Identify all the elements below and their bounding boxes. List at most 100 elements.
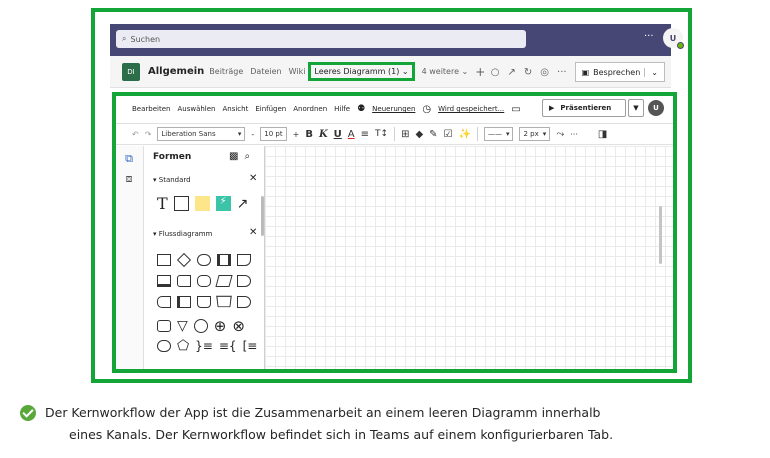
redo-icon[interactable]: ↷ <box>144 129 152 139</box>
line-style-select[interactable]: —— ▾ <box>483 127 514 141</box>
user-avatar[interactable]: U <box>663 28 684 49</box>
more-format-icon[interactable]: ··· <box>570 129 578 139</box>
section-standard-toggle[interactable]: ▾ Standard <box>153 176 191 184</box>
present-button[interactable]: ▶ Präsentieren <box>542 99 626 117</box>
shapes-scrollbar[interactable] <box>261 196 264 236</box>
shape-icon[interactable]: ⊞ <box>401 128 410 140</box>
annotation-bracket-icon[interactable]: [≡ <box>242 339 258 353</box>
predefined-process-icon[interactable] <box>217 254 231 266</box>
diagram-canvas[interactable] <box>265 146 673 369</box>
font-size-minus[interactable]: - <box>251 129 255 139</box>
menu-ansicht[interactable]: Ansicht <box>222 105 249 113</box>
search-input[interactable]: ⌕ Suchen <box>116 30 526 48</box>
canvas-scrollbar[interactable] <box>659 206 662 264</box>
menu-einfuegen[interactable]: Einfügen <box>255 105 287 113</box>
tab-beitraege[interactable]: Beiträge <box>209 67 244 76</box>
more-tabs-dropdown[interactable]: 4 weitere ⌄ <box>421 67 469 76</box>
manual-operation-icon[interactable] <box>216 295 232 308</box>
more-actions-icon[interactable]: ··· <box>557 66 567 78</box>
connector-shape-icon[interactable] <box>193 319 208 333</box>
sticky-note-icon[interactable] <box>194 196 210 211</box>
rectangle-shape-icon[interactable] <box>173 196 189 211</box>
globe-icon[interactable]: ◎ <box>540 66 550 78</box>
expand-icon[interactable]: ↗ <box>507 66 516 78</box>
add-tab-icon[interactable]: + <box>475 64 486 79</box>
toolbar-divider <box>394 127 396 141</box>
undo-icon[interactable]: ↶ <box>132 129 139 139</box>
delay-shape-icon[interactable] <box>237 275 251 287</box>
templates-icon[interactable]: ⧈ <box>125 172 133 185</box>
chat-icon[interactable]: ○ <box>490 66 500 78</box>
more-tabs-label: 4 weitere <box>421 67 460 76</box>
stored-data-icon[interactable] <box>157 296 171 308</box>
comment-icon[interactable]: ▭ <box>511 103 521 115</box>
off-page-connector-icon[interactable]: ⬠ <box>177 338 190 354</box>
format-panel-icon[interactable]: ◨ <box>597 128 608 140</box>
tape-shape-icon[interactable] <box>197 296 211 308</box>
multi-document-icon[interactable] <box>157 275 171 287</box>
binoculars-icon[interactable]: ⚉ <box>357 104 366 114</box>
channel-actions: ○ ↗ ↻ ◎ ··· ▣ Besprechen ⌄ <box>491 62 665 82</box>
section-standard-label: Standard <box>158 176 191 184</box>
left-rail: ⧉ ⧈ <box>116 146 144 369</box>
terminator-shape-icon[interactable] <box>197 254 211 266</box>
line-width-select[interactable]: 2 px ▾ <box>519 127 551 141</box>
save-status[interactable]: Wird gespeichert... <box>438 105 505 113</box>
sort-shape-icon[interactable] <box>157 340 171 352</box>
process-shape-icon[interactable] <box>157 254 171 266</box>
or-shape-icon[interactable]: ⊗ <box>232 317 245 335</box>
chevron-down-icon: ▾ <box>237 130 242 138</box>
card-shape-icon[interactable] <box>177 275 191 287</box>
manual-input-icon[interactable] <box>157 320 171 332</box>
text-shape-icon[interactable]: T <box>157 194 168 213</box>
lightning-shape-icon[interactable]: ⚡ <box>215 196 231 211</box>
annotation-right-icon[interactable]: }≡ <box>195 339 213 353</box>
menu-anordnen[interactable]: Anordnen <box>293 105 328 113</box>
flow-shapes-row-5: ⬠ }≡ ≡{ [≡ <box>157 338 257 354</box>
decision-shape-icon[interactable] <box>176 252 192 268</box>
search-icon[interactable]: ⌕ <box>244 151 251 162</box>
image-icon[interactable]: ▩ <box>229 151 239 162</box>
shapes-panel-icon[interactable]: ⧉ <box>125 152 133 165</box>
menu-bearbeiten[interactable]: Bearbeiten <box>132 105 171 113</box>
close-icon[interactable]: ✕ <box>249 227 258 238</box>
align-icon[interactable]: ≡ <box>360 128 370 140</box>
section-flow-toggle[interactable]: ▾ Flussdiagramm <box>153 230 213 238</box>
font-color-icon[interactable]: A <box>347 128 355 140</box>
present-dropdown-icon[interactable]: ▼ <box>628 99 644 117</box>
font-size-plus[interactable]: + <box>292 129 300 139</box>
news-link[interactable]: Neuerungen <box>372 105 416 113</box>
tab-dateien[interactable]: Dateien <box>250 67 282 76</box>
fill-color-icon[interactable]: ◆ <box>415 128 424 140</box>
refresh-icon[interactable]: ↻ <box>523 66 533 78</box>
menu-hilfe[interactable]: Hilfe <box>334 105 351 113</box>
menu-auswaehlen[interactable]: Auswählen <box>177 105 216 113</box>
document-shape-icon[interactable] <box>237 254 251 266</box>
merge-shape-icon[interactable]: ▽ <box>177 318 188 334</box>
text-format-icon[interactable]: T↕ <box>375 129 389 139</box>
app-menubar: Bearbeiten Auswählen Ansicht Einfügen An… <box>116 96 673 122</box>
data-shape-icon[interactable] <box>215 275 233 287</box>
tab-wiki[interactable]: Wiki <box>288 67 306 76</box>
line-color-icon[interactable]: ✎ <box>429 128 438 140</box>
preparation-shape-icon[interactable] <box>197 275 211 287</box>
font-family-select[interactable]: Liberation Sans ▾ <box>157 127 246 141</box>
annotation-left-icon[interactable]: ≡{ <box>218 339 237 353</box>
arrow-shape-icon[interactable]: ↗ <box>236 195 249 212</box>
font-size-input[interactable]: 10 pt <box>260 127 287 141</box>
format-painter-icon[interactable]: ☑ <box>443 128 453 140</box>
italic-button[interactable]: K <box>318 128 328 140</box>
magic-wand-icon[interactable]: ✨ <box>458 128 471 140</box>
internal-storage-icon[interactable] <box>177 296 191 308</box>
connector-icon[interactable]: ⤳ <box>556 128 565 140</box>
app-user-avatar[interactable]: U <box>648 100 664 116</box>
meet-dropdown-icon[interactable]: ⌄ <box>644 67 658 77</box>
bold-button[interactable]: B <box>305 128 313 140</box>
summing-junction-icon[interactable]: ⊕ <box>213 317 227 335</box>
display-shape-icon[interactable] <box>237 296 251 308</box>
tab-leeres-diagramm[interactable]: Leeres Diagramm (1) ⌄ <box>308 62 415 81</box>
meet-button[interactable]: ▣ Besprechen ⌄ <box>574 62 665 82</box>
underline-button[interactable]: U <box>333 128 342 140</box>
more-options-icon[interactable]: ··· <box>644 31 654 42</box>
close-icon[interactable]: ✕ <box>249 173 258 184</box>
